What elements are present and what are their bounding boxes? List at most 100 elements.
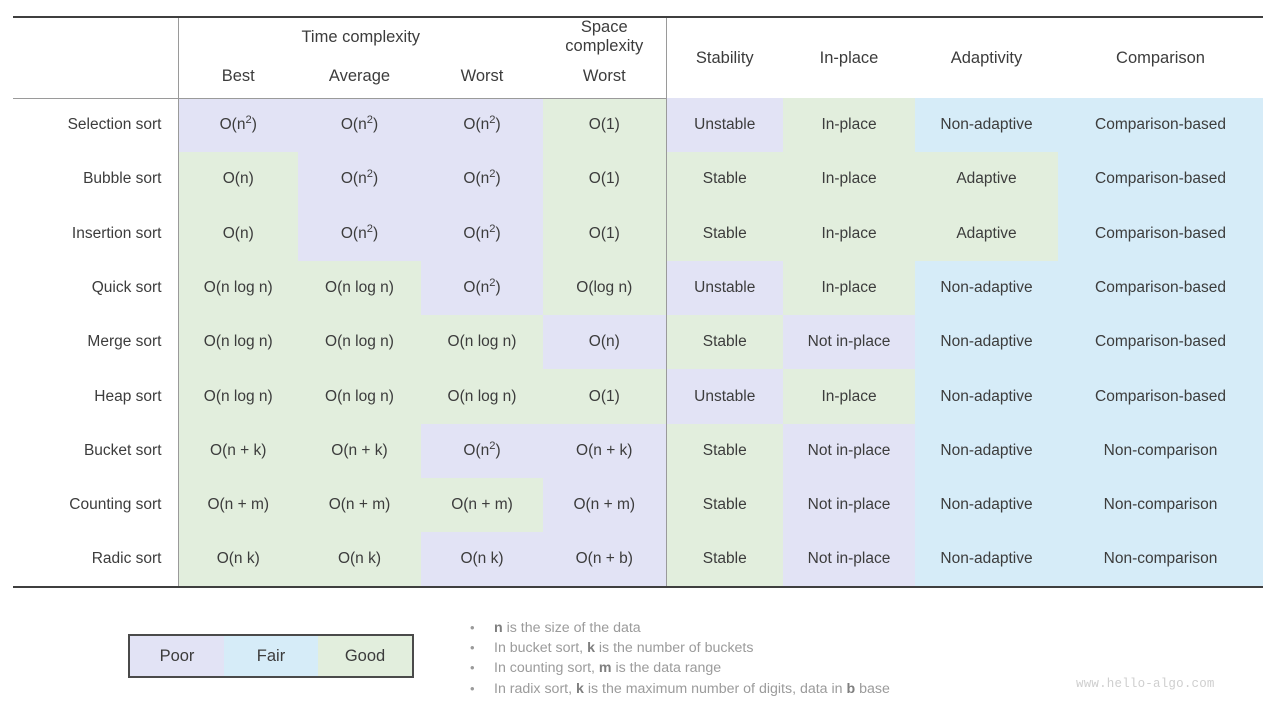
cell-text-base: O(n	[340, 224, 367, 242]
column-header-comparison: Comparison	[1116, 48, 1205, 67]
cell-worst-space: O(1)	[543, 206, 667, 261]
note-text: In bucket sort, k is the number of bucke…	[494, 640, 754, 657]
cell-in-place: Not in-place	[783, 423, 916, 479]
cell-text-tail: )	[495, 279, 501, 297]
cell-stability: Stable	[666, 532, 784, 587]
cell-best: O(n log n)	[178, 369, 298, 424]
cell-best: O(n2)	[178, 98, 298, 153]
cell-best: O(n k)	[178, 532, 298, 587]
cell-exponent: 2	[489, 439, 496, 452]
cell-text-tail: )	[495, 224, 501, 242]
note-item: •n is the size of the data	[470, 618, 1010, 638]
row-algorithm-name: Radic sort	[13, 532, 179, 587]
row-algorithm-name: Selection sort	[13, 98, 179, 153]
cell-in-place: In-place	[783, 152, 916, 207]
cell-best: O(n)	[178, 152, 298, 207]
cell-text-base: O(n	[340, 116, 367, 134]
cell-exponent: 2	[366, 168, 373, 181]
cell-text-base: O(n	[463, 116, 490, 134]
cell-in-place: Not in-place	[783, 315, 916, 370]
cell-average: O(n2)	[298, 206, 421, 261]
note-item: • In counting sort, m is the data range	[470, 658, 1010, 678]
cell-comparison: Non-comparison	[1058, 532, 1264, 587]
row-algorithm-name: Bucket sort	[13, 423, 179, 479]
group-header-time-complexity: Time complexity	[301, 27, 421, 46]
row-algorithm-name: Counting sort	[13, 478, 179, 533]
cell-worst-space: O(1)	[543, 369, 667, 424]
cell-exponent: 2	[366, 222, 373, 235]
cell-adaptivity: Non-adaptive	[915, 98, 1059, 153]
cell-text-base: O(n	[463, 224, 490, 242]
cell-in-place: In-place	[783, 206, 916, 261]
cell-worst-time: O(n2)	[421, 98, 544, 153]
cell-best: O(n + k)	[178, 423, 298, 479]
cell-worst-space: O(n + k)	[543, 423, 667, 479]
cell-in-place: Not in-place	[783, 478, 916, 533]
note-text: n is the size of the data	[494, 620, 641, 636]
cell-exponent: 2	[489, 222, 496, 235]
cell-stability: Stable	[666, 206, 784, 261]
note-item: •In bucket sort, k is the number of buck…	[470, 638, 1010, 658]
column-header-adaptivity: Adaptivity	[950, 48, 1023, 67]
cell-stability: Stable	[666, 478, 784, 533]
cell-average: O(n log n)	[298, 260, 421, 316]
cell-average: O(n log n)	[298, 369, 421, 424]
cell-average: O(n + m)	[298, 478, 421, 533]
watermark: www.hello-algo.com	[1076, 677, 1215, 691]
cell-average: O(n + k)	[298, 423, 421, 479]
cell-best: O(n log n)	[178, 260, 298, 316]
cell-text-base: O(n	[219, 116, 246, 134]
cell-in-place: In-place	[783, 260, 916, 316]
row-algorithm-name: Merge sort	[13, 315, 179, 370]
cell-comparison: Comparison-based	[1058, 98, 1264, 153]
cell-exponent: 2	[489, 114, 496, 127]
cell-adaptivity: Non-adaptive	[915, 369, 1059, 424]
cell-exponent: 2	[489, 168, 496, 181]
cell-worst-time: O(n2)	[421, 152, 544, 207]
cell-worst-time: O(n log n)	[421, 369, 544, 424]
cell-exponent: 2	[489, 276, 496, 289]
cell-worst-time: O(n2)	[421, 206, 544, 261]
bullet-icon: •	[470, 660, 475, 676]
notes-list: •n is the size of the data•In bucket sor…	[470, 618, 1010, 699]
subheader-blank-algorithm	[13, 56, 179, 99]
cell-adaptivity: Adaptive	[915, 152, 1059, 207]
cell-text-tail: )	[251, 116, 257, 134]
legend-item-good: Good	[318, 636, 412, 676]
cell-worst-time: O(n k)	[421, 532, 544, 587]
row-algorithm-name: Quick sort	[13, 260, 179, 316]
cell-comparison: Non-comparison	[1058, 478, 1264, 533]
column-header-worst-time: Worst	[421, 56, 544, 99]
cell-adaptivity: Non-adaptive	[915, 315, 1059, 370]
cell-text-tail: )	[495, 116, 501, 134]
cell-text-base: O(n	[340, 170, 367, 188]
note-text: In counting sort, m is the data range	[494, 660, 722, 677]
cell-worst-space: O(1)	[543, 98, 667, 153]
group-header-blank-algorithm	[13, 17, 179, 56]
column-header-in-place: In-place	[819, 48, 879, 67]
cell-adaptivity: Non-adaptive	[915, 478, 1059, 533]
cell-in-place: In-place	[783, 98, 916, 153]
cell-worst-time: O(n + m)	[421, 478, 544, 533]
cell-comparison: Comparison-based	[1058, 315, 1264, 370]
cell-average: O(n k)	[298, 532, 421, 587]
note-item: •In radix sort, k is the maximum number …	[470, 679, 1010, 699]
cell-stability: Unstable	[666, 260, 784, 316]
cell-text-base: O(n	[463, 279, 490, 297]
cell-comparison: Non-comparison	[1058, 423, 1264, 479]
cell-exponent: 2	[366, 114, 373, 127]
row-algorithm-name: Insertion sort	[13, 206, 179, 261]
column-header-stability: Stability	[695, 48, 754, 67]
cell-text-base: O(n	[463, 170, 490, 188]
row-algorithm-name: Bubble sort	[13, 152, 179, 207]
